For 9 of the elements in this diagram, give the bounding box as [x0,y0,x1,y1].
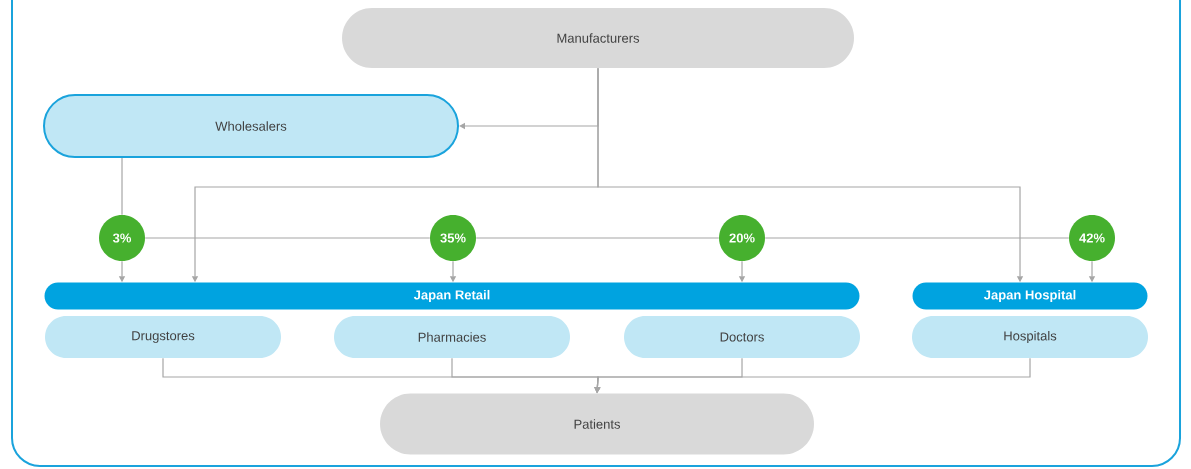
process-box: Wholesalers [43,94,459,158]
terminal-box: Patients [380,393,814,455]
outlet-box: Doctors [624,316,860,358]
terminal-box: Manufacturers [342,8,854,68]
outlet-box: Hospitals [912,316,1148,358]
channel-bar: Japan Hospital [912,282,1148,310]
outlet-box: Drugstores [45,316,281,358]
channel-bar: Japan Retail [44,282,860,310]
outlet-box: Pharmacies [334,316,570,358]
